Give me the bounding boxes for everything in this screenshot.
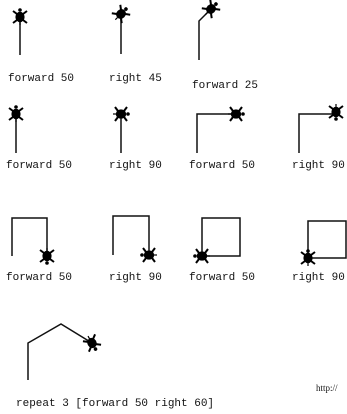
step-caption: forward 50 bbox=[6, 160, 73, 172]
panel-10-path bbox=[201, 217, 241, 257]
step-caption: right 90 bbox=[109, 160, 162, 172]
step-caption: forward 50 bbox=[6, 272, 73, 284]
turtle-icon bbox=[113, 106, 130, 122]
turtle-icon bbox=[300, 249, 316, 266]
step-caption: forward 25 bbox=[192, 80, 259, 92]
panel-12-path bbox=[27, 323, 93, 380]
source-url: http:// bbox=[316, 383, 338, 393]
step-caption: forward 50 bbox=[189, 160, 256, 172]
turtle-icon bbox=[193, 248, 210, 264]
step-caption: right 90 bbox=[292, 272, 345, 284]
panel-6-path bbox=[196, 113, 236, 153]
panel-11-path bbox=[307, 220, 347, 259]
turtle-icon bbox=[228, 106, 245, 122]
turtle-icon bbox=[140, 247, 157, 263]
final-caption: repeat 3 [forward 50 right 60] bbox=[16, 398, 215, 410]
turtle-icon bbox=[12, 8, 28, 25]
step-caption: forward 50 bbox=[189, 272, 256, 284]
panel-9-path bbox=[112, 215, 150, 255]
panel-3-path bbox=[198, 8, 212, 60]
step-caption: forward 50 bbox=[8, 73, 75, 85]
step-caption: right 90 bbox=[109, 272, 162, 284]
turtle-icon bbox=[39, 248, 55, 265]
panel-7-path bbox=[298, 113, 336, 153]
turtle-icon bbox=[328, 104, 344, 121]
turtle-icon bbox=[201, 0, 221, 19]
turtle-icon bbox=[82, 333, 102, 353]
panel-8-path bbox=[11, 217, 48, 256]
step-caption: right 90 bbox=[292, 160, 345, 172]
step-caption: right 45 bbox=[109, 73, 162, 85]
turtle-icon bbox=[111, 4, 131, 24]
turtle-icon bbox=[8, 105, 24, 122]
